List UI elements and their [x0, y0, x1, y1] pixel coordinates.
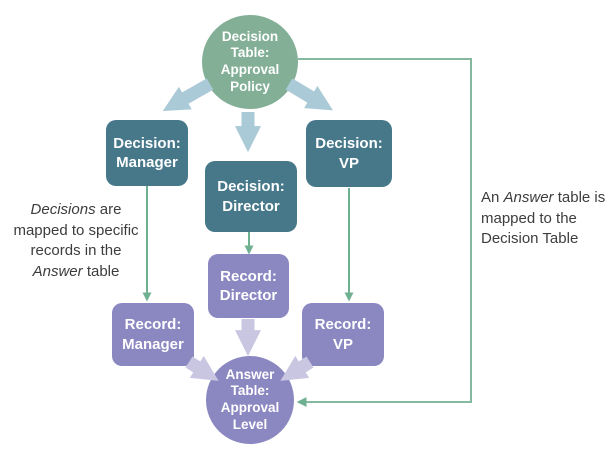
- node-label-line: Record:: [124, 316, 182, 334]
- record-manager-node: Record: Manager: [112, 303, 194, 366]
- node-label-line: Answer: [225, 366, 275, 382]
- node-label-line: Table:: [230, 45, 270, 61]
- loop-answer-table-mapping-line: [296, 58, 472, 407]
- left-annotation: Decisions are mapped to specific records…: [0, 200, 152, 283]
- node-label-line: Level: [232, 416, 268, 432]
- right-annotation-line: Decision Table: [481, 230, 579, 248]
- node-label-line: Record:: [220, 267, 277, 285]
- node-label-line: Policy: [230, 78, 270, 94]
- node-label-line: Approval: [220, 400, 280, 415]
- right-annotation-line: An Answer table is: [481, 189, 606, 206]
- node-label-line: Manager: [122, 335, 184, 353]
- arrow-record-vp-to-answer: [280, 355, 314, 381]
- node-label-line: Decision:: [315, 135, 383, 153]
- node-label-line: Decision:: [217, 178, 285, 196]
- node-label-line: Director: [222, 197, 280, 215]
- record-director-node: Record: Director: [208, 254, 289, 318]
- right-annotation: An Answer table is mapped to the Decisio…: [481, 188, 616, 250]
- node-label-line: Table:: [230, 383, 270, 399]
- answer-table-node: Answer Table: Approval Level: [206, 356, 294, 444]
- left-annotation-line: Answer table: [32, 263, 120, 281]
- decision-table-node: Decision Table: Approval Policy: [202, 15, 298, 109]
- decision-vp-node: Decision: VP: [306, 120, 392, 187]
- record-vp-node: Record: VP: [302, 303, 384, 366]
- node-label-line: VP: [332, 335, 353, 353]
- node-label-line: Decision:: [113, 134, 181, 152]
- arrow-policy-to-manager: [162, 78, 214, 111]
- decision-manager-node: Decision: Manager: [106, 120, 188, 186]
- node-label-line: Approval: [220, 62, 280, 77]
- arrow-policy-to-vp: [285, 78, 333, 111]
- node-label-line: Director: [219, 287, 278, 304]
- node-label-line: VP: [338, 154, 359, 172]
- arrow-record-manager-to-answer: [185, 355, 219, 381]
- left-annotation-line: records in the: [30, 242, 122, 260]
- left-annotation-line: mapped to specific: [13, 221, 139, 239]
- node-label-line: Decision: [221, 28, 279, 44]
- decision-director-node: Decision: Director: [205, 161, 297, 232]
- node-label-line: Record:: [314, 316, 372, 334]
- node-label-line: Manager: [116, 154, 178, 171]
- right-annotation-line: mapped to the: [481, 209, 577, 227]
- left-annotation-line: Decisions are: [30, 201, 122, 218]
